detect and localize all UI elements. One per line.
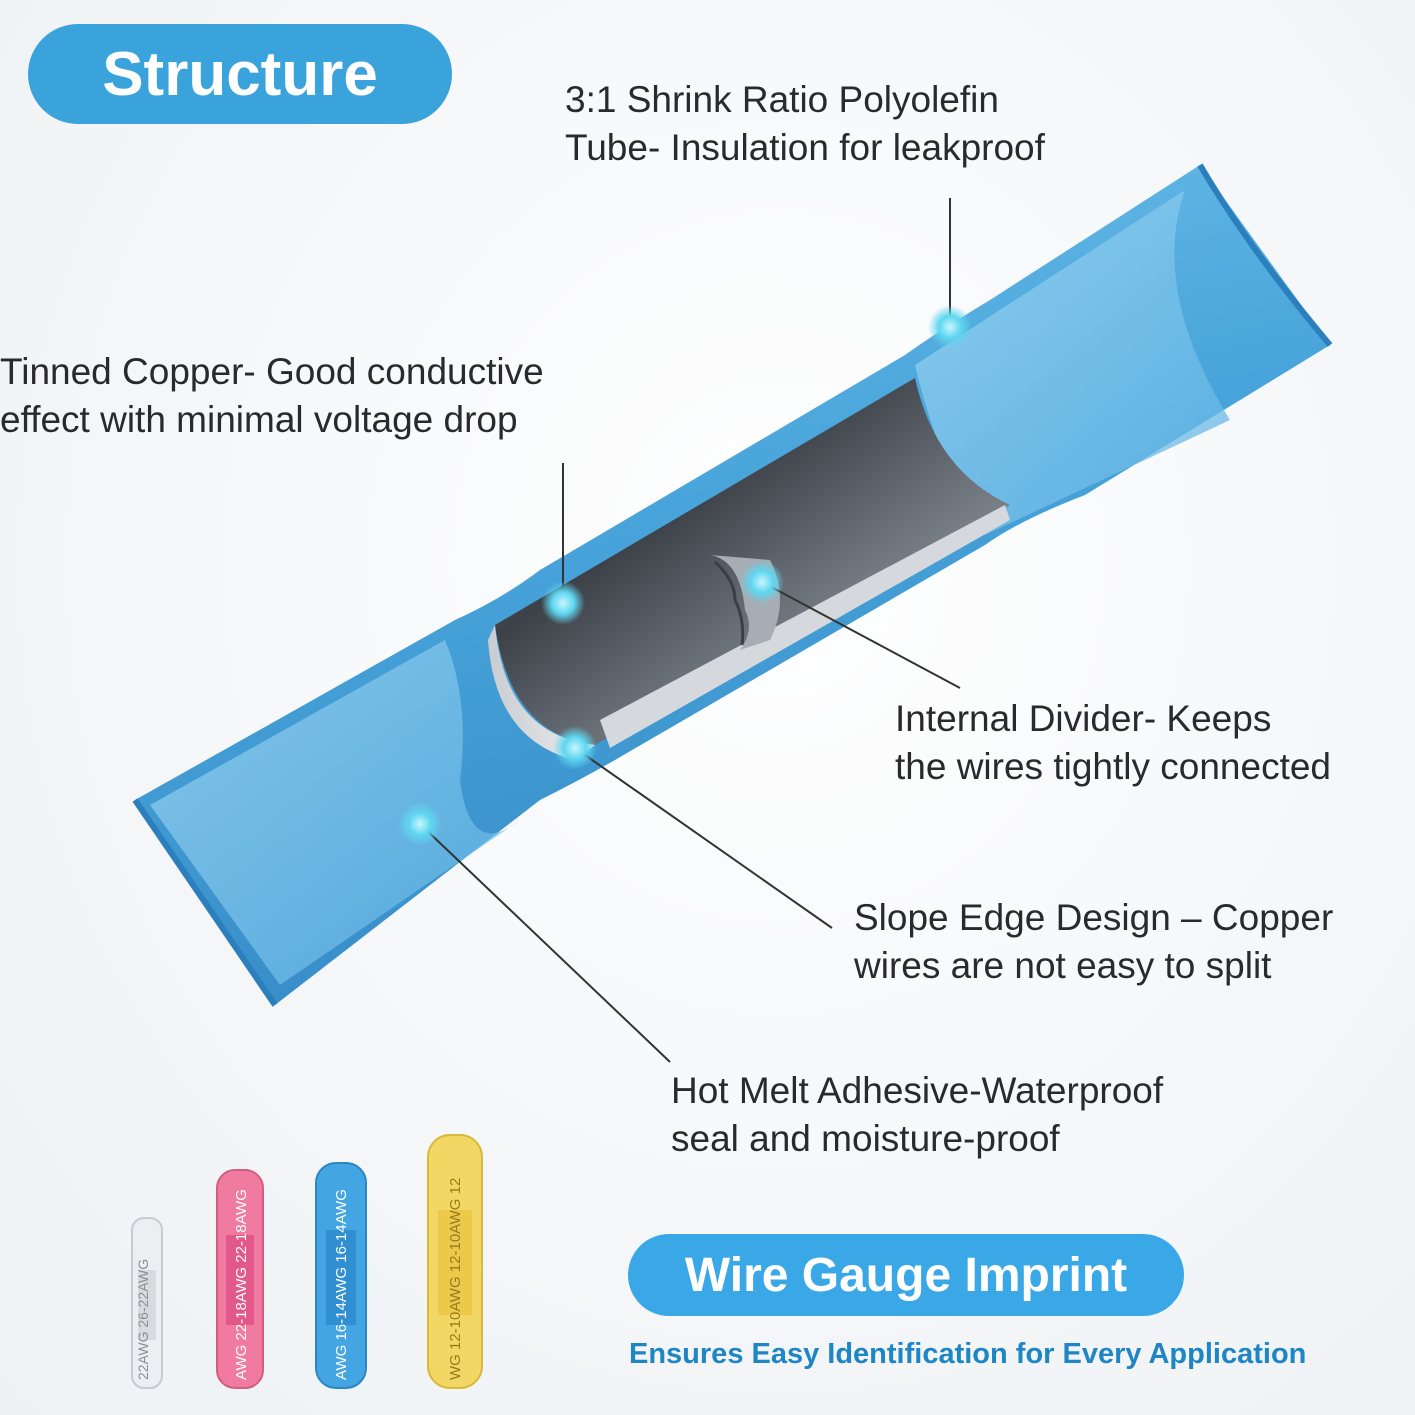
page-title: Structure (102, 39, 378, 109)
marker-internal-divider (740, 560, 784, 604)
callout-hot-melt-line1: Hot Melt Adhesive-Waterproof (671, 1070, 1164, 1111)
marker-slope-edge (553, 726, 597, 770)
callout-hot-melt: Hot Melt Adhesive-Waterproof seal and mo… (671, 1067, 1163, 1163)
callout-internal-divider-line1: Internal Divider- Keeps (895, 698, 1272, 739)
leader-lines (419, 198, 961, 1063)
callout-hot-melt-line2: seal and moisture-proof (671, 1118, 1060, 1159)
connector-pink-imprint: AWG 22-18AWG 22-18AWG (233, 1189, 250, 1380)
footer-subtitle: Ensures Easy Identification for Every Ap… (629, 1338, 1307, 1370)
callout-shrink-tube-line1: 3:1 Shrink Ratio Polyolefin (565, 79, 999, 120)
callout-tinned-copper: Tinned Copper- Good conductive effect wi… (0, 348, 544, 444)
wire-gauge-badge: Wire Gauge Imprint (628, 1234, 1184, 1316)
connector-white-imprint: 22AWG 26-22AWG (135, 1259, 151, 1380)
connector-pink: AWG 22-18AWG 22-18AWG (216, 1169, 264, 1389)
wire-gauge-badge-label: Wire Gauge Imprint (684, 1248, 1128, 1302)
callout-internal-divider-line2: the wires tightly connected (895, 746, 1332, 787)
callout-tinned-copper-line2: effect with minimal voltage drop (0, 399, 518, 440)
callout-internal-divider: Internal Divider- Keeps the wires tightl… (895, 695, 1331, 791)
callout-slope-edge-line2: wires are not easy to split (854, 945, 1272, 986)
marker-shrink-tube (928, 305, 972, 349)
connector-yellow: WG 12-10AWG 12-10AWG 12 (427, 1134, 483, 1389)
connector-yellow-imprint: WG 12-10AWG 12-10AWG 12 (447, 1178, 464, 1380)
connector-blue-imprint: AWG 16-14AWG 16-14AWG (333, 1189, 350, 1380)
callout-slope-edge-line1: Slope Edge Design – Copper (854, 897, 1334, 938)
callout-slope-edge: Slope Edge Design – Copper wires are not… (854, 894, 1333, 990)
connector-white: 22AWG 26-22AWG (131, 1217, 163, 1389)
callout-shrink-tube-line2: Tube- Insulation for leakproof (565, 127, 1045, 168)
marker-hot-melt (398, 802, 442, 846)
callout-tinned-copper-line1: Tinned Copper- Good conductive (0, 351, 544, 392)
marker-tinned-copper (541, 581, 585, 625)
structure-title-badge: Structure (28, 24, 452, 124)
callout-shrink-tube: 3:1 Shrink Ratio Polyolefin Tube- Insula… (565, 76, 1045, 172)
connector-blue: AWG 16-14AWG 16-14AWG (315, 1162, 367, 1389)
